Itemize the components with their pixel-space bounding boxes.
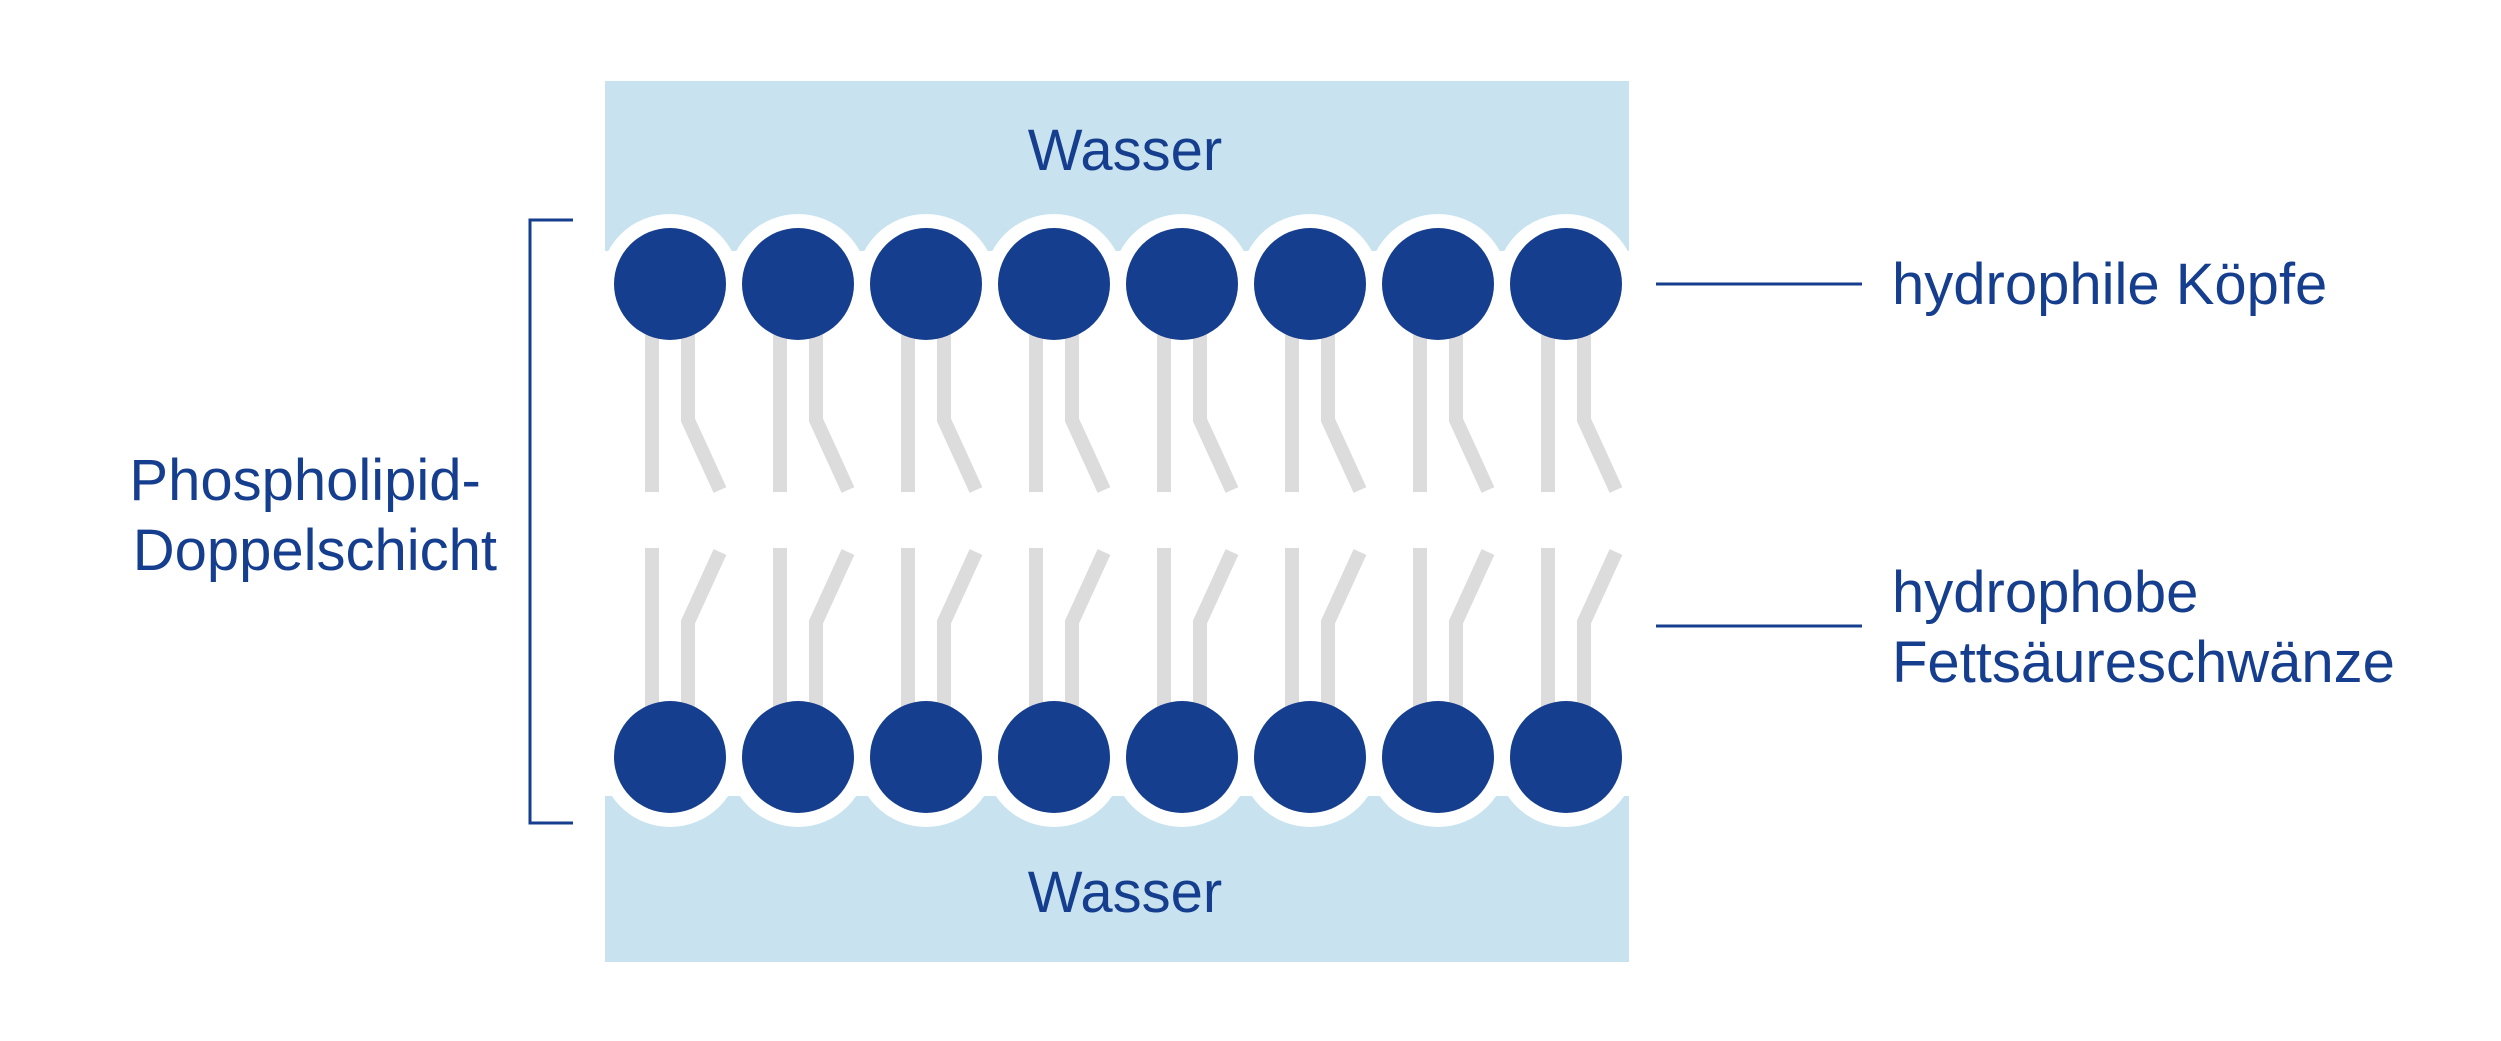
- water-top-label: Wasser: [1028, 118, 1222, 183]
- head-bottom: [742, 701, 854, 813]
- head-top: [1254, 228, 1366, 340]
- tails-label-line-1: hydrophobe: [1892, 560, 2198, 625]
- head-top: [742, 228, 854, 340]
- bilayer-label-line-2: Doppelschicht: [133, 518, 497, 583]
- head-top: [870, 228, 982, 340]
- bilayer-label-line-1: Phospholipid-: [129, 448, 480, 513]
- head-top: [1382, 228, 1494, 340]
- head-top: [1126, 228, 1238, 340]
- head-top: [1510, 228, 1622, 340]
- head-top: [998, 228, 1110, 340]
- heads-label: hydrophile Köpfe: [1892, 252, 2327, 317]
- water-bottom-label: Wasser: [1028, 860, 1222, 925]
- head-bottom: [1126, 701, 1238, 813]
- hydrophilic-heads: [614, 228, 1622, 813]
- head-bottom: [870, 701, 982, 813]
- head-bottom: [614, 701, 726, 813]
- bilayer-label: Phospholipid- Doppelschicht: [129, 448, 497, 583]
- head-bottom: [1254, 701, 1366, 813]
- head-bottom: [1510, 701, 1622, 813]
- tails-label: hydrophobe Fettsäureschwänze: [1892, 560, 2395, 695]
- fatty-acid-tails: [645, 284, 1623, 757]
- tails-label-line-2: Fettsäureschwänze: [1892, 630, 2395, 695]
- head-bottom: [998, 701, 1110, 813]
- head-bottom: [1382, 701, 1494, 813]
- head-top: [614, 228, 726, 340]
- bilayer-bracket: [528, 218, 573, 825]
